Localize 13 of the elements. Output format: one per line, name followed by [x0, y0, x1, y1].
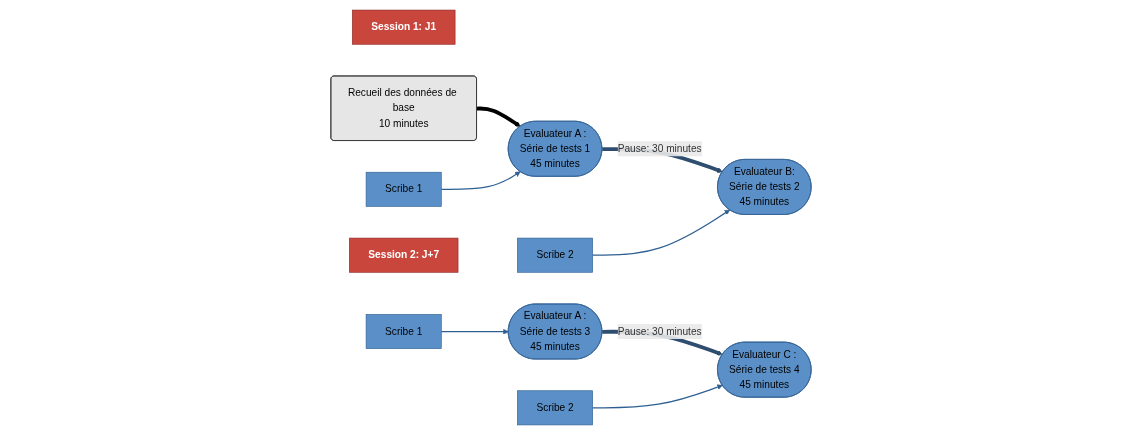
node-box: Scribe 2: [517, 237, 593, 273]
node-box: Scribe 2: [517, 389, 593, 425]
arrow: [476, 106, 521, 127]
node-box: Scribe 1: [365, 171, 442, 207]
arrow: [592, 383, 723, 408]
edge-label: Pause: 30 minutes: [617, 325, 702, 337]
arrow: [440, 170, 521, 190]
edge-label: Pause: 30 minutes: [617, 142, 702, 154]
node-box: Session 2: J+7: [349, 237, 459, 273]
arrow: [592, 209, 731, 256]
arrow: [440, 328, 509, 334]
node-box: Scribe 1: [365, 313, 442, 349]
node-box: Session 1: J1: [352, 9, 456, 45]
